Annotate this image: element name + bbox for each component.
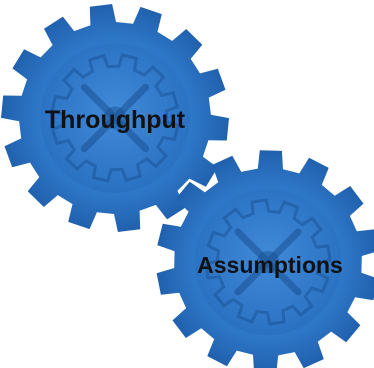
gear-throughput: Throughput [1, 4, 229, 232]
emblem-cross [80, 83, 150, 153]
emblem-hub [103, 106, 127, 130]
gear-label-assumptions: Assumptions [197, 252, 343, 278]
emblem-hub [256, 250, 280, 274]
emblem-cog-ring [50, 53, 180, 183]
gear-assumptions: Assumptions [156, 150, 374, 368]
gear-label-throughput: Throughput [45, 106, 186, 134]
emblem-cross [234, 228, 302, 296]
cog-emblem-icon [194, 188, 342, 336]
cog-emblem-icon [40, 43, 190, 193]
emblem-cog-ring [204, 198, 332, 326]
